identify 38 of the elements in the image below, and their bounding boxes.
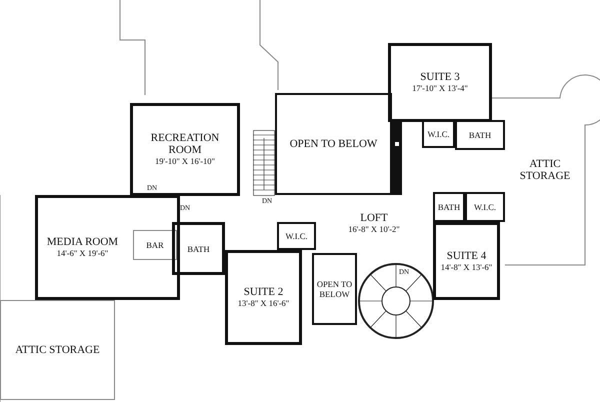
room-name: BATH: [187, 244, 210, 254]
room-name: BATH: [438, 202, 460, 212]
room-name: OPEN TO BELOW: [290, 138, 378, 150]
room-name: ATTIC STORAGE: [15, 344, 100, 356]
room-name: SUITE 4: [446, 250, 486, 262]
room: [465, 192, 505, 222]
room-dimensions: 16'-8" X 10'-2": [348, 224, 400, 235]
room: [422, 120, 455, 148]
room-dimensions: 17'-10" X 13'-4": [412, 83, 468, 94]
room: [172, 222, 225, 275]
room: [433, 222, 500, 300]
room-name: LOFT: [360, 212, 388, 224]
room-name: RECREATION ROOM: [150, 132, 220, 156]
room-dimensions: 14'-6" X 19'-6": [56, 248, 108, 259]
room-name: W.I.C.: [427, 129, 450, 139]
room-name: SUITE 3: [420, 71, 460, 83]
room: [455, 120, 505, 150]
room: [0, 300, 115, 400]
room-dimensions: 13'-8" X 16'-6": [238, 298, 290, 309]
room: [133, 230, 177, 260]
room-name: OPEN TO BELOW: [316, 279, 354, 299]
room-name: BAR: [146, 240, 164, 250]
room-name: MEDIA ROOM: [46, 236, 118, 248]
room: [312, 253, 357, 325]
room: [225, 250, 302, 345]
room: [35, 195, 180, 300]
room-name: SUITE 2: [244, 286, 284, 298]
room: [388, 43, 492, 122]
room: [275, 93, 392, 195]
room-name: W.I.C.: [474, 202, 496, 212]
room-name: ATTIC STORAGE: [518, 158, 572, 182]
room-dimensions: 19'-10" X 16'-10": [154, 156, 216, 167]
room-name: W.I.C.: [285, 231, 308, 241]
room-dimensions: 14'-8" X 13'-6": [440, 262, 492, 272]
room: [277, 222, 316, 250]
room-name: BATH: [468, 130, 492, 140]
room: [433, 192, 465, 222]
room: [130, 103, 240, 196]
